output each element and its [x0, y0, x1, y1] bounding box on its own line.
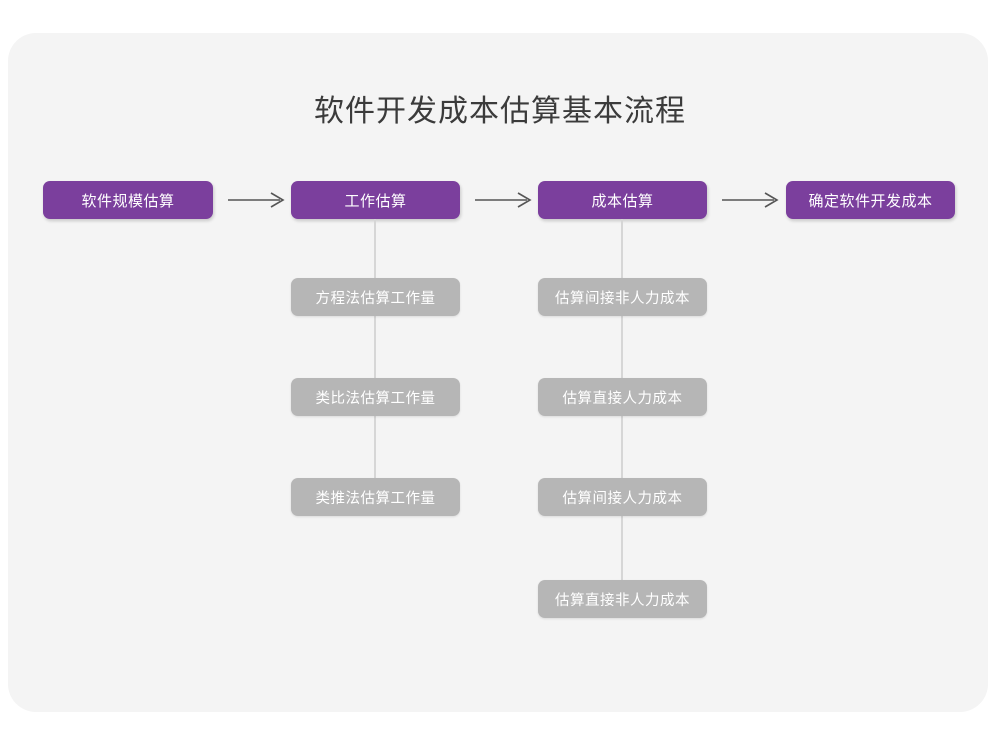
diagram-card-background [8, 33, 988, 712]
flow-node-label: 软件规模估算 [81, 192, 175, 210]
branch-node-label: 类推法估算工作量 [315, 490, 436, 507]
flow-node-label: 确定软件开发成本 [808, 192, 933, 210]
branch-node-indirect-labor-cost[interactable]: 估算间接人力成本 [538, 478, 707, 516]
arrow-right-icon [720, 188, 782, 212]
arrow-right-icon [226, 188, 288, 212]
flow-node-cost-estimation[interactable]: 成本估算 [538, 181, 707, 219]
branch-node-direct-labor-cost[interactable]: 估算直接人力成本 [538, 378, 707, 416]
branch-node-label: 估算直接非人力成本 [555, 592, 690, 609]
branch-node-label: 类比法估算工作量 [315, 390, 436, 407]
arrow-right-icon [473, 188, 535, 212]
flow-node-work-estimation[interactable]: 工作估算 [291, 181, 460, 219]
flow-node-determine-software-development-cost[interactable]: 确定软件开发成本 [786, 181, 955, 219]
branch-node-equation-method-workload[interactable]: 方程法估算工作量 [291, 278, 460, 316]
flow-node-label: 成本估算 [591, 192, 654, 210]
branch-node-analogy-method-workload[interactable]: 类比法估算工作量 [291, 378, 460, 416]
branch-node-label: 估算直接人力成本 [562, 390, 683, 407]
branch-node-direct-non-labor-cost[interactable]: 估算直接非人力成本 [538, 580, 707, 618]
flow-node-label: 工作估算 [344, 192, 407, 210]
branch-node-label: 估算间接非人力成本 [555, 290, 690, 307]
page-title: 软件开发成本估算基本流程 [314, 95, 686, 128]
flow-node-software-scale-estimation[interactable]: 软件规模估算 [43, 181, 213, 219]
branch-node-label: 估算间接人力成本 [562, 490, 683, 507]
connector-line-work-estimation [374, 219, 376, 481]
branch-node-analogue-method-workload[interactable]: 类推法估算工作量 [291, 478, 460, 516]
branch-node-indirect-non-labor-cost[interactable]: 估算间接非人力成本 [538, 278, 707, 316]
branch-node-label: 方程法估算工作量 [315, 290, 436, 307]
